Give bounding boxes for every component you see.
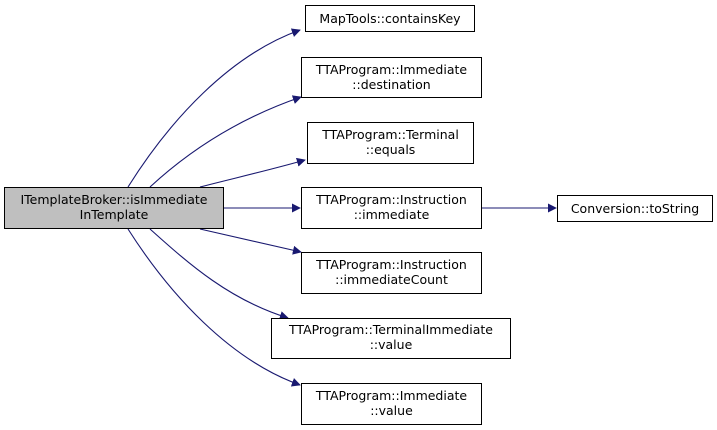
node-n1-line-1: MapTools::containsKey (319, 11, 461, 26)
edge-root-to-terminalimmediate-value (149, 228, 289, 320)
node-n4-line-2: ::immediate (354, 207, 430, 222)
node-n6-line-2: ::value (370, 337, 413, 352)
node-conversion-tostring[interactable]: Conversion::toString (557, 195, 713, 222)
edge-root-to-terminal-equals (199, 157, 306, 188)
node-root[interactable]: ITemplateBroker::isImmediate InTemplate (4, 187, 224, 229)
node-n7-line-2: ::value (370, 403, 413, 418)
node-n5-line-2: ::immediateCount (335, 272, 448, 287)
node-n2-line-1: TTAProgram::Immediate (315, 62, 467, 77)
node-n2-line-2: ::destination (352, 77, 430, 92)
node-immediate-destination[interactable]: TTAProgram::Immediate ::destination (301, 57, 482, 98)
node-instruction-immediate[interactable]: TTAProgram::Instruction ::immediate (301, 187, 482, 229)
node-terminal-equals[interactable]: TTAProgram::Terminal ::equals (307, 122, 474, 164)
node-n3-line-1: TTAProgram::Terminal (321, 127, 459, 142)
edge-root-to-instruction-immediatecount (199, 228, 302, 255)
node-instruction-immediatecount[interactable]: TTAProgram::Instruction ::immediateCount (301, 252, 482, 294)
edge-root-to-containskey (127, 28, 301, 188)
node-terminalimmediate-value[interactable]: TTAProgram::TerminalImmediate ::value (271, 318, 511, 359)
node-n8-line-1: Conversion::toString (571, 201, 699, 216)
node-n4-line-1: TTAProgram::Instruction (315, 192, 467, 207)
edge-root-to-immediate-destination (149, 95, 302, 188)
node-n3-line-2: ::equals (366, 142, 416, 157)
node-root-line-1: ITemplateBroker::isImmediate (20, 192, 207, 207)
node-n5-line-1: TTAProgram::Instruction (315, 257, 467, 272)
node-root-line-2: InTemplate (80, 207, 149, 222)
node-n6-line-1: TTAProgram::TerminalImmediate (288, 322, 493, 337)
edge-root-to-immediate-value (127, 228, 301, 387)
node-maptools-containskey[interactable]: MapTools::containsKey (305, 5, 475, 32)
edges (127, 28, 557, 387)
node-immediate-value[interactable]: TTAProgram::Immediate ::value (301, 383, 482, 425)
node-n7-line-1: TTAProgram::Immediate (315, 388, 467, 403)
